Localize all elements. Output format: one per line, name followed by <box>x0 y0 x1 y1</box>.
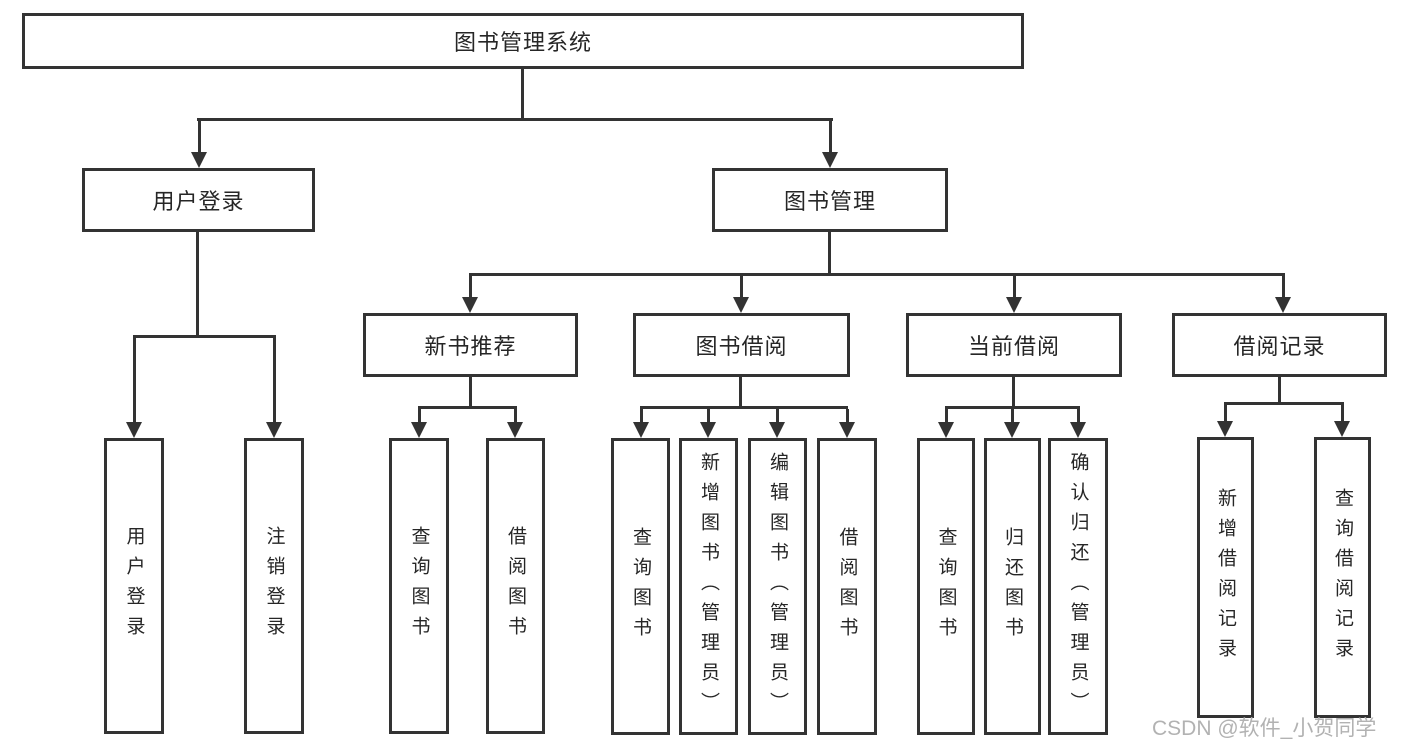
connector-user-login-horizontal <box>133 335 276 338</box>
connector-book-mgmt-vertical <box>828 231 831 275</box>
connector-book-mgmt-horizontal <box>469 273 1285 276</box>
arrow-to-leaf-confirm-return <box>1070 409 1086 438</box>
leaf-logout: 注销登录 <box>244 438 304 734</box>
arrow-to-leaf-borrow-books <box>839 409 855 438</box>
leaf-return-books: 归还图书 <box>984 438 1041 735</box>
leaf-confirm-return-admin: 确认归还（管理员） <box>1048 438 1108 735</box>
leaf-edit-books-admin: 编辑图书（管理员） <box>748 438 807 735</box>
arrow-to-leaf-borrow-books-recommend <box>507 409 523 438</box>
arrow-to-book-borrowing <box>733 276 749 313</box>
leaf-borrow-books: 借阅图书 <box>817 438 877 735</box>
arrow-to-current-borrowing <box>1006 276 1022 313</box>
connector-root-horizontal <box>197 118 833 121</box>
arrow-to-leaf-logout <box>266 338 282 438</box>
node-borrow-records: 借阅记录 <box>1172 313 1387 377</box>
leaf-edit-books-admin-label: 编辑图书（管理员） <box>767 451 788 722</box>
leaf-add-books-admin-label: 新增图书（管理员） <box>698 451 719 722</box>
arrow-to-leaf-return-books <box>1004 409 1020 438</box>
csdn-watermark: CSDN @软件_小贺同学 <box>1152 717 1377 740</box>
leaf-query-books-current-label: 查询图书 <box>935 526 957 647</box>
connector-borrowing-vertical <box>739 376 742 408</box>
connector-recommend-horizontal <box>418 406 517 409</box>
node-book-management: 图书管理 <box>712 168 948 232</box>
leaf-query-books-recommend: 查询图书 <box>389 438 449 734</box>
connector-records-vertical <box>1278 376 1281 405</box>
node-library-management-system: 图书管理系统 <box>22 13 1024 69</box>
leaf-query-books-borrowing-label: 查询图书 <box>630 526 651 647</box>
leaf-query-books-recommend-label: 查询图书 <box>408 526 430 646</box>
leaf-confirm-return-admin-label: 确认归还（管理员） <box>1067 451 1089 722</box>
leaf-user-login: 用户登录 <box>104 438 164 734</box>
arrow-to-book-management <box>822 121 838 168</box>
connector-records-horizontal <box>1224 402 1344 405</box>
leaf-borrow-books-label: 借阅图书 <box>836 526 858 647</box>
leaf-user-login-label: 用户登录 <box>123 526 145 646</box>
arrow-to-leaf-add-books <box>700 409 716 438</box>
arrow-to-leaf-add-borrow-record <box>1217 405 1233 437</box>
node-current-borrowing: 当前借阅 <box>906 313 1122 377</box>
arrow-to-leaf-edit-books <box>769 409 785 438</box>
leaf-borrow-books-recommend: 借阅图书 <box>486 438 545 734</box>
arrow-to-new-book-recommend <box>462 276 478 313</box>
node-user-login: 用户登录 <box>82 168 315 232</box>
leaf-query-borrow-record-label: 查询借阅记录 <box>1332 487 1353 668</box>
leaf-query-borrow-record: 查询借阅记录 <box>1314 437 1371 718</box>
connector-borrowing-horizontal <box>640 406 848 409</box>
arrow-to-borrow-records <box>1275 276 1291 313</box>
leaf-logout-label: 注销登录 <box>263 526 285 646</box>
arrow-to-leaf-query-books-recommend <box>411 409 427 438</box>
leaf-add-borrow-record: 新增借阅记录 <box>1197 437 1254 718</box>
leaf-query-books-borrowing: 查询图书 <box>611 438 670 735</box>
arrow-to-leaf-query-books-current <box>938 409 954 438</box>
leaf-borrow-books-recommend-label: 借阅图书 <box>505 526 526 646</box>
leaf-add-books-admin: 新增图书（管理员） <box>679 438 738 735</box>
leaf-return-books-label: 归还图书 <box>1002 526 1023 647</box>
arrow-to-leaf-query-borrow-record <box>1334 405 1350 437</box>
arrow-to-leaf-query-books-borrowing <box>633 409 649 438</box>
connector-current-horizontal <box>945 406 1080 409</box>
arrow-to-leaf-user-login <box>126 338 142 438</box>
connector-root-vertical <box>521 68 524 119</box>
node-new-book-recommend: 新书推荐 <box>363 313 578 377</box>
leaf-add-borrow-record-label: 新增借阅记录 <box>1215 487 1236 668</box>
leaf-query-books-current: 查询图书 <box>917 438 975 735</box>
node-book-borrowing: 图书借阅 <box>633 313 850 377</box>
connector-user-login-vertical <box>196 231 199 337</box>
connector-current-vertical <box>1012 376 1015 408</box>
connector-recommend-vertical <box>469 376 472 408</box>
arrow-to-user-login <box>191 121 207 168</box>
